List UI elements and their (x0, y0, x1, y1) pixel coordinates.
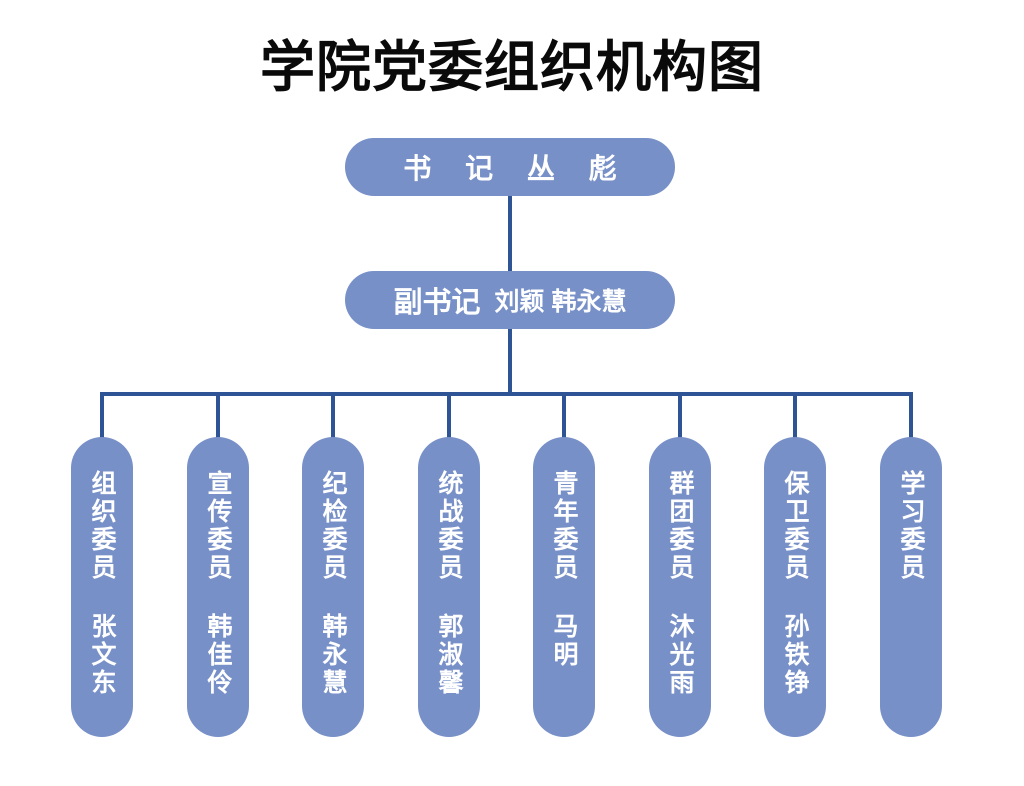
secretary-label: 书 记 丛 彪 (403, 153, 630, 184)
node-committee-united-front[interactable]: 统战委员 郭淑馨 (418, 437, 480, 737)
committee-label: 学习委员 (897, 470, 925, 582)
node-committee-youth[interactable]: 青年委员 马明 (533, 437, 595, 737)
node-secretary[interactable]: 书 记 丛 彪 (345, 138, 675, 196)
committee-label: 保卫委员 孙铁铮 (781, 470, 809, 697)
connector-drop-5 (562, 392, 566, 440)
node-committee-study[interactable]: 学习委员 (880, 437, 942, 737)
connector-drop-6 (678, 392, 682, 440)
node-committee-mass-organizations[interactable]: 群团委员 沐光雨 (649, 437, 711, 737)
committee-label: 群团委员 沐光雨 (666, 470, 694, 697)
committee-label: 统战委员 郭淑馨 (435, 470, 463, 697)
page-title: 学院党委组织机构图 (259, 36, 764, 98)
node-committee-organization[interactable]: 组织委员 张文东 (71, 437, 133, 737)
connector-secretary-to-deputy (508, 196, 512, 271)
connector-deputy-to-bus (508, 329, 512, 392)
node-committee-security[interactable]: 保卫委员 孙铁铮 (764, 437, 826, 737)
connector-drop-4 (447, 392, 451, 440)
node-committee-publicity[interactable]: 宣传委员 韩佳伶 (187, 437, 249, 737)
committee-label: 青年委员 马明 (550, 470, 578, 669)
connector-drop-8 (909, 392, 913, 440)
node-committee-discipline[interactable]: 纪检委员 韩永慧 (302, 437, 364, 737)
connector-drop-1 (100, 392, 104, 440)
connector-drop-3 (331, 392, 335, 440)
connector-drop-7 (793, 392, 797, 440)
connector-bus-line (100, 392, 913, 396)
deputy-names-label: 刘颖 韩永慧 (494, 288, 627, 316)
committee-label: 组织委员 张文东 (88, 470, 116, 697)
committee-label: 纪检委员 韩永慧 (319, 470, 347, 697)
deputy-role-label: 副书记 (393, 287, 481, 319)
connector-drop-2 (216, 392, 220, 440)
node-deputy-secretary[interactable]: 副书记 刘颖 韩永慧 (345, 271, 675, 329)
committee-label: 宣传委员 韩佳伶 (204, 470, 232, 697)
